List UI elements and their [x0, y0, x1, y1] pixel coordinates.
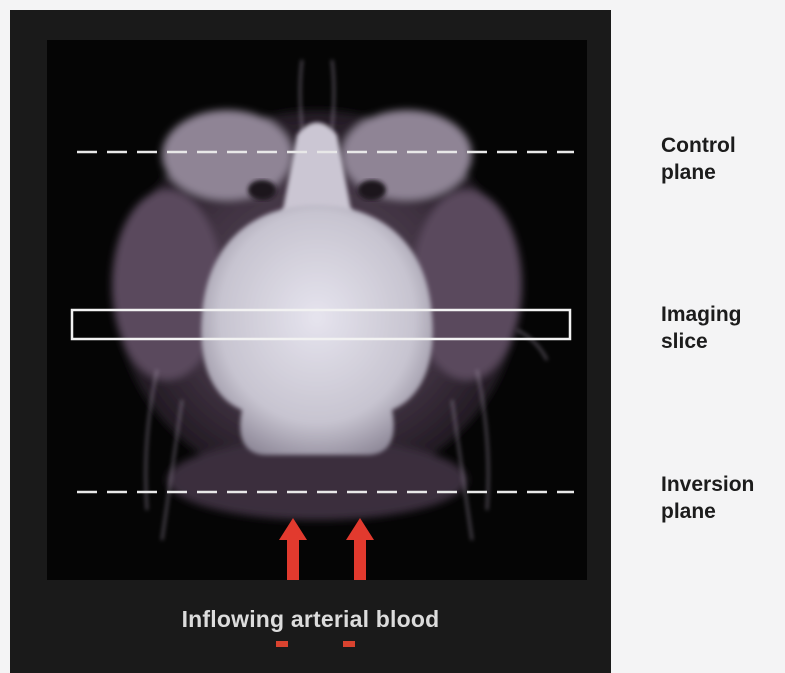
label-control-plane: Control plane [661, 132, 736, 186]
arrow-stub-left [276, 641, 288, 647]
label-imaging-slice: Imaging slice [661, 301, 742, 355]
label-inversion-plane-line1: Inversion [661, 471, 754, 498]
label-control-plane-line1: Control [661, 132, 736, 159]
arrow-stub-right [343, 641, 355, 647]
caption-inflowing-blood: Inflowing arterial blood [10, 606, 611, 633]
inflow-arrow-left [279, 518, 307, 580]
inflow-arrow-right [346, 518, 374, 580]
label-inversion-plane-line2: plane [661, 498, 754, 525]
mri-brain-image [47, 40, 587, 580]
label-inversion-plane: Inversion plane [661, 471, 754, 525]
figure-frame: Inflowing arterial blood [10, 10, 611, 673]
label-imaging-slice-line1: Imaging [661, 301, 742, 328]
label-control-plane-line2: plane [661, 159, 736, 186]
label-imaging-slice-line2: slice [661, 328, 742, 355]
